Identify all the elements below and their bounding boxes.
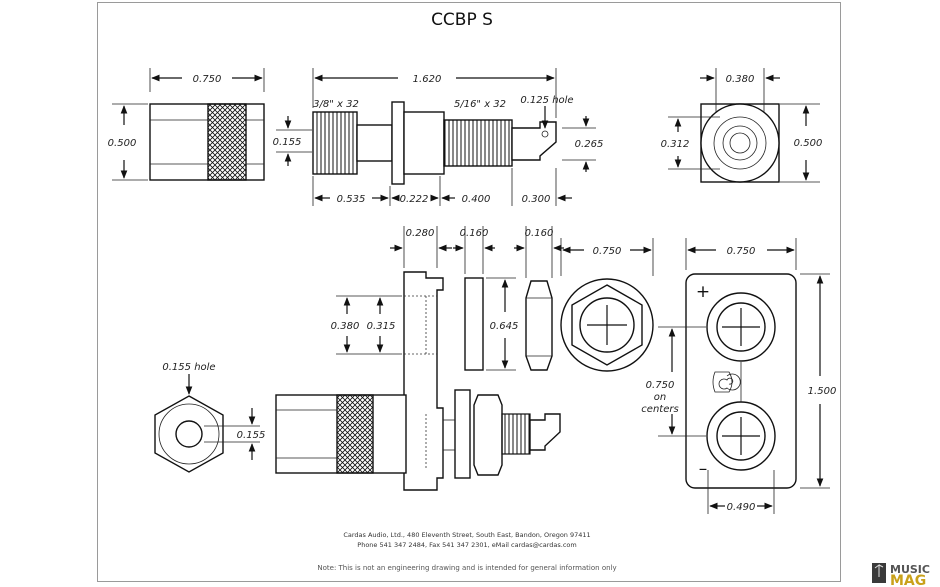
dim-flange-h1: 0.380 xyxy=(331,321,360,332)
drawing-title: CCBP S xyxy=(431,10,493,30)
footer-contact: Phone 541 347 2484, Fax 541 347 2301, eM… xyxy=(357,541,576,549)
dim-tip-height: 0.265 xyxy=(575,139,604,150)
dim-thread-a: 3/8" x 32 xyxy=(313,99,359,110)
hexnut-face xyxy=(560,278,654,372)
dim-plate-width: 0.750 xyxy=(727,246,756,257)
dim-flange-h2: 0.315 xyxy=(367,321,396,332)
dim-end-inner-height: 0.312 xyxy=(661,139,690,150)
dim-plate-bottom: 0.490 xyxy=(727,502,756,513)
dim-cap-width: 0.750 xyxy=(193,74,222,85)
cap-side-view xyxy=(149,103,265,181)
dim-seg-2: 0.222 xyxy=(400,194,429,205)
dim-thread-b: 5/16" x 32 xyxy=(454,99,506,110)
post-side-view xyxy=(312,101,557,185)
dim-seg-3: 0.400 xyxy=(462,194,491,205)
dim-hole-dia: 0.155 xyxy=(237,430,266,441)
dim-shaft-dia: 0.155 xyxy=(273,137,302,148)
washer-part xyxy=(464,277,484,371)
plate-part xyxy=(685,273,797,489)
dim-spacing-centers: centers xyxy=(641,404,678,415)
dim-washer-height: 0.645 xyxy=(490,321,519,332)
dim-end-outer-height: 0.500 xyxy=(794,138,823,149)
flange-part xyxy=(403,271,444,491)
dim-spacing-value: 0.750 xyxy=(646,380,675,391)
dim-flange-width: 0.280 xyxy=(406,228,435,239)
watermark-music: MUSIC xyxy=(890,563,930,576)
dim-tip-hole: 0.125 hole xyxy=(520,95,573,106)
dim-total-length: 1.620 xyxy=(413,74,442,85)
plus-marker: + xyxy=(696,282,710,302)
dim-hexnut-dia: 0.750 xyxy=(593,246,622,257)
dim-plate-height: 1.500 xyxy=(808,386,837,397)
dim-washer-width: 0.160 xyxy=(460,228,489,239)
watermark-logo: MUSIC MAG xyxy=(872,563,930,587)
dim-nut-width: 0.160 xyxy=(525,228,554,239)
dim-seg-1: 0.535 xyxy=(337,194,366,205)
dim-spacing-on: on xyxy=(654,392,666,403)
hex-end-view xyxy=(154,395,224,473)
minus-marker: – xyxy=(699,459,708,479)
nut-side-part xyxy=(525,280,553,371)
assembled-post xyxy=(275,389,561,479)
dim-hole-label: 0.155 hole xyxy=(162,362,215,373)
footer-address: Cardas Audio, Ltd., 480 Eleventh Street,… xyxy=(343,531,590,539)
end-view xyxy=(700,103,780,183)
dim-seg-4: 0.300 xyxy=(522,194,551,205)
dim-cap-height: 0.500 xyxy=(108,138,137,149)
dim-end-inner: 0.380 xyxy=(726,74,755,85)
footer-note: Note: This is not an engineering drawing… xyxy=(317,564,616,572)
watermark-mag: MAG xyxy=(890,573,926,587)
